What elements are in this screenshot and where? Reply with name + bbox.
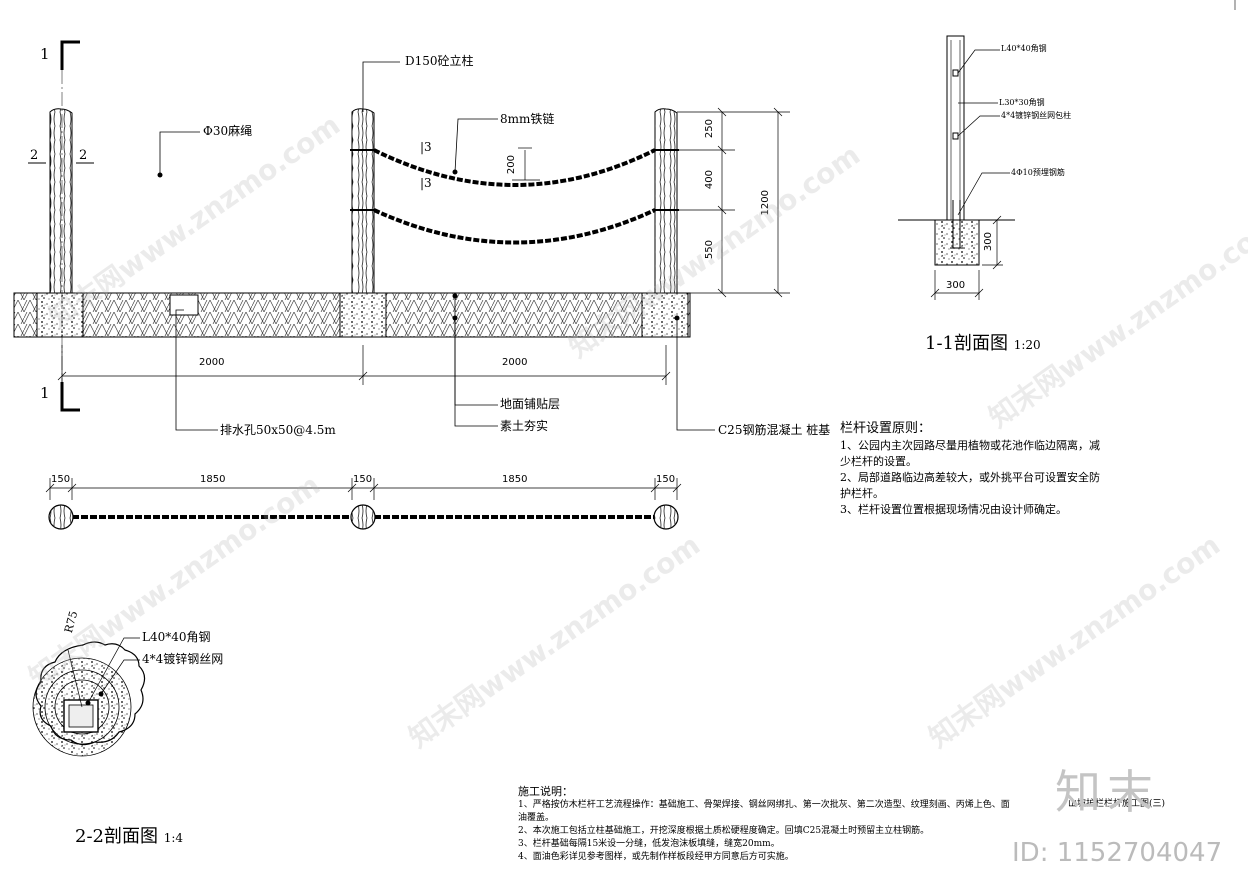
section-mark-3-bottom: |3 (420, 176, 432, 190)
footing-label: C25钢筋混凝土 桩基 (718, 423, 831, 437)
section-mark-2-left: 2 (30, 148, 39, 163)
plan-dim-150-2: 150 (353, 474, 373, 485)
watermark-logo: 知末 (1055, 765, 1159, 819)
plan-columns (48, 504, 679, 530)
plan-dim-1850-2: 1850 (502, 474, 528, 485)
principles-item-3: 3、栏杆设置位置根据现场情况由设计师确定。 (840, 503, 1067, 516)
s11-rebar-label: 4Φ10预埋钢筋 (1011, 168, 1065, 177)
principles-heading: 栏杆设置原则： (840, 421, 932, 436)
section-1-markers (28, 40, 94, 412)
span-dimensions (57, 345, 671, 385)
notes-heading: 施工说明： (518, 785, 573, 798)
s11-mesh-label: 4*4镀锌钢丝网包柱 (1001, 111, 1072, 120)
dim-1200: 1200 (760, 190, 771, 216)
plan-dim-150-3: 150 (656, 474, 676, 485)
chains-elevation (373, 148, 656, 245)
dim-span-right: 2000 (502, 357, 528, 368)
plan-dim-1850-1: 1850 (200, 474, 226, 485)
s22-angle-label: L40*40角钢 (142, 630, 211, 644)
drain-hole (169, 294, 199, 316)
rope-label: Φ30麻绳 (203, 124, 253, 138)
section-2-2-drawing (32, 641, 146, 757)
s11-angle-label: L40*40角钢 (1001, 44, 1047, 53)
sheet-title: 山坡护栏栏杆施工图(三) (1068, 799, 1166, 809)
leader-lines (159, 61, 715, 431)
principles-block: 栏杆设置原则： 1、公园内主次园路尽量用植物或花池作临边隔离，减少栏杆的设置。 … (840, 420, 1105, 518)
dim-200: 200 (506, 155, 517, 175)
dim-400: 400 (704, 170, 715, 190)
watermark-id: ID: 1152704047 (1012, 838, 1223, 868)
paving-label: 地面铺贴层 (500, 397, 561, 411)
section-mark-1-bottom: 1 (40, 384, 50, 402)
notes-item-1: 1、严格按仿木栏杆工艺流程操作：基础施工、骨架焊接、钢丝网绑扎、第一次批灰、第二… (518, 800, 1010, 823)
section-2-2-leaders (87, 637, 140, 704)
leader-dots (157, 169, 680, 321)
height-dimensions (512, 107, 790, 298)
drain-label: 排水孔50x50@4.5m (220, 423, 336, 437)
construction-notes: 施工说明： 1、严格按仿木栏杆工艺流程操作：基础施工、骨架焊接、钢丝网绑扎、第一… (518, 784, 1018, 864)
principles-item-2: 2、局部道路临边高差较大，或外挑平台可设置安全防护栏杆。 (840, 471, 1100, 500)
principles-item-1: 1、公园内主次园路尽量用植物或花池作临边隔离，减少栏杆的设置。 (840, 439, 1100, 468)
section-mark-1-top: 1 (40, 45, 50, 63)
column-label: D150砼立柱 (405, 54, 474, 68)
notes-item-3: 3、栏杆基础每隔15米设一分缝，低发泡沫板填缝，缝宽20mm。 (518, 839, 780, 849)
dim-250: 250 (704, 119, 715, 139)
s11-dim-300-v: 300 (983, 232, 994, 252)
plan-dimensions (45, 478, 682, 500)
notes-item-4: 4、面油色彩详见参考图样，或先制作样板段经甲方同意后方可实施。 (518, 852, 794, 862)
s22-mesh-label: 4*4镀锌钢丝网 (142, 652, 224, 666)
s11-title: 1-1剖面图 1:20 (925, 333, 1041, 354)
notes-item-2: 2、本次施工包括立柱基础施工，开挖深度根据土质松硬程度确定。回填C25混凝土时预… (518, 826, 930, 836)
plan-dim-150-1: 150 (51, 474, 71, 485)
section-mark-3-top: |3 (420, 140, 432, 154)
chain-label: 8mm铁链 (500, 112, 555, 126)
section-mark-2-right: 2 (79, 148, 88, 163)
s11-angle2-label: L30*30角钢 (999, 98, 1045, 107)
section-1-1-leaders (930, 49, 1010, 300)
section-1-1-drawing (898, 35, 1015, 266)
s22-title: 2-2剖面图 1:4 (75, 826, 184, 847)
s11-dim-300-h: 300 (946, 280, 966, 291)
timber-columns (49, 108, 679, 294)
dim-550: 550 (704, 240, 715, 260)
soil-label: 素土夯实 (500, 419, 549, 433)
dim-span-left: 2000 (199, 357, 225, 368)
